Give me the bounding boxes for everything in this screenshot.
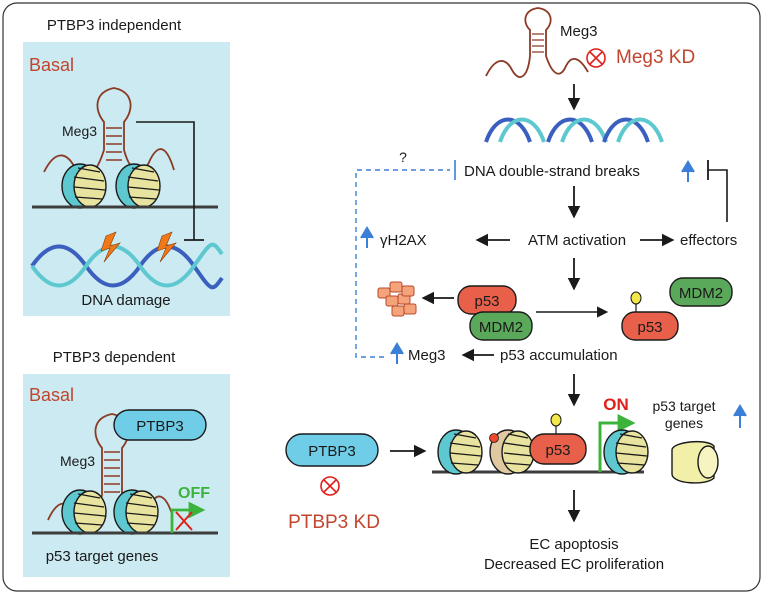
modification-marker [489,433,499,443]
nucleosome [61,163,107,209]
p53-target-genes-label-bottom: p53 target genes [46,548,159,565]
p53-accumulation-label: p53 accumulation [500,347,618,364]
meg3-rna-right [485,7,589,78]
ptbp3-protein-right [285,433,379,467]
kd-cross-icon [586,48,606,68]
broken-dna [484,117,664,143]
dashed-feedback-line [355,169,450,358]
lightning-icon [100,231,121,263]
p53-label: p53 [637,319,662,336]
kd-cross-icon [320,476,340,496]
open-nucleosome [489,429,535,475]
p53-target-label-line2: genes [665,415,703,431]
degraded-p53-fragments [377,281,417,317]
effectors-label: effectors [680,232,737,249]
ptbp3-kd-label: PTBP3 KD [288,512,380,533]
mdm2-label: MDM2 [679,285,723,302]
off-promoter-arrow [170,501,206,533]
basal-label-top: Basal [29,55,74,75]
mdm2-protein [469,311,533,341]
on-promoter-arrow [598,414,636,472]
nucleosome [61,489,107,535]
question-mark: ? [399,149,407,165]
ptbp3-independent-title: PTBP3 independent [47,17,182,34]
nucleosome [113,489,159,535]
lightning-icon [156,231,177,263]
dsb-label: DNA double-strand breaks [464,163,640,180]
cross-icon [175,511,193,531]
phospho-marker [550,413,562,427]
meg3-up-label: Meg3 [408,347,446,364]
p53-protein [621,311,679,341]
ptbp3-dependent-title: PTBP3 dependent [53,349,176,366]
damaged-dna-top [30,242,224,290]
nucleosome [603,429,649,475]
meg3-kd-label: Meg3 KD [616,47,695,68]
meg3-label-top: Meg3 [62,123,97,139]
up-arrow-icon [681,160,695,182]
effectors-feedback-line [708,169,728,222]
ptbp3-label-right: PTBP3 [308,443,356,460]
meg3-label-right: Meg3 [560,23,598,40]
ec-apoptosis-label: EC apoptosis [529,536,618,553]
ptbp3-protein-bottom [113,409,207,441]
gh2ax-label: γH2AX [380,232,427,249]
ptbp3-label-bottom: PTBP3 [136,418,184,435]
nucleosome [115,163,161,209]
atm-activation-label: ATM activation [528,232,626,249]
meg3-label-bottom: Meg3 [60,453,95,469]
off-label: OFF [178,485,210,502]
inhibit-line-top [136,121,195,240]
p53-label: p53 [474,293,499,310]
p53-protein [529,433,587,465]
mdm2-protein [669,277,733,307]
mdm2-label: MDM2 [479,319,523,336]
phospho-marker [630,291,642,305]
nucleosome [437,429,483,475]
ec-proliferation-label: Decreased EC proliferation [484,556,664,573]
p53-target-label-line1: p53 target [652,398,715,414]
target-gene-product [671,440,719,484]
up-arrow-icon [733,404,747,428]
basal-label-bottom: Basal [29,385,74,405]
up-arrow-icon [360,226,374,248]
on-label: ON [603,395,629,414]
up-arrow-icon [390,342,404,364]
p53-label: p53 [545,442,570,459]
ptbp3-dependent-panel [23,374,230,577]
dna-damage-label: DNA damage [81,292,170,309]
